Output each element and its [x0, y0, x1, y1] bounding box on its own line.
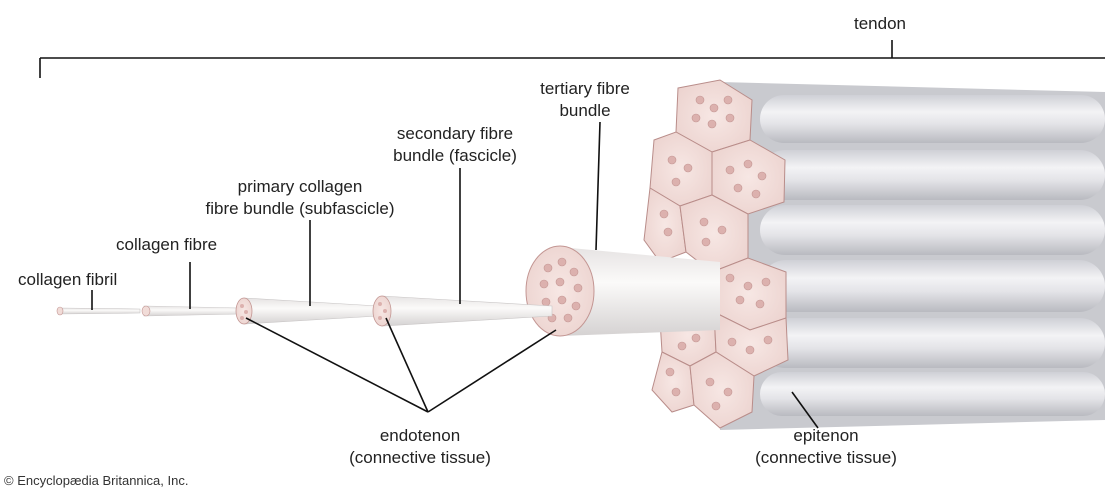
- label-endotenon-line2: (connective tissue): [349, 448, 491, 467]
- label-tendon: tendon: [854, 14, 906, 33]
- label-primary-line2: fibre bundle (subfascicle): [206, 199, 395, 218]
- tertiary-fibre-bundle: [526, 246, 720, 336]
- copyright-credit: © Encyclopædia Britannica, Inc.: [4, 473, 188, 488]
- collagen-fibril: [57, 307, 140, 315]
- label-secondary-line2: bundle (fascicle): [393, 146, 517, 165]
- label-secondary-line1: secondary fibre: [397, 124, 513, 143]
- label-collagen-fibril: collagen fibril: [18, 270, 117, 289]
- label-epitenon-line1: epitenon: [793, 426, 858, 445]
- label-tertiary-line2: bundle: [559, 101, 610, 120]
- label-primary-line1: primary collagen: [238, 177, 363, 196]
- primary-collagen-fibre-bundle: [236, 298, 378, 324]
- label-tertiary-line1: tertiary fibre: [540, 79, 630, 98]
- secondary-fibre-bundle: [373, 296, 552, 326]
- label-endotenon-line1: endotenon: [380, 426, 460, 445]
- collagen-fibre: [142, 306, 240, 316]
- tendon-bundle: [644, 80, 1105, 430]
- label-epitenon-line2: (connective tissue): [755, 448, 897, 467]
- label-collagen-fibre: collagen fibre: [116, 235, 217, 254]
- tendon-bracket: [40, 40, 1105, 78]
